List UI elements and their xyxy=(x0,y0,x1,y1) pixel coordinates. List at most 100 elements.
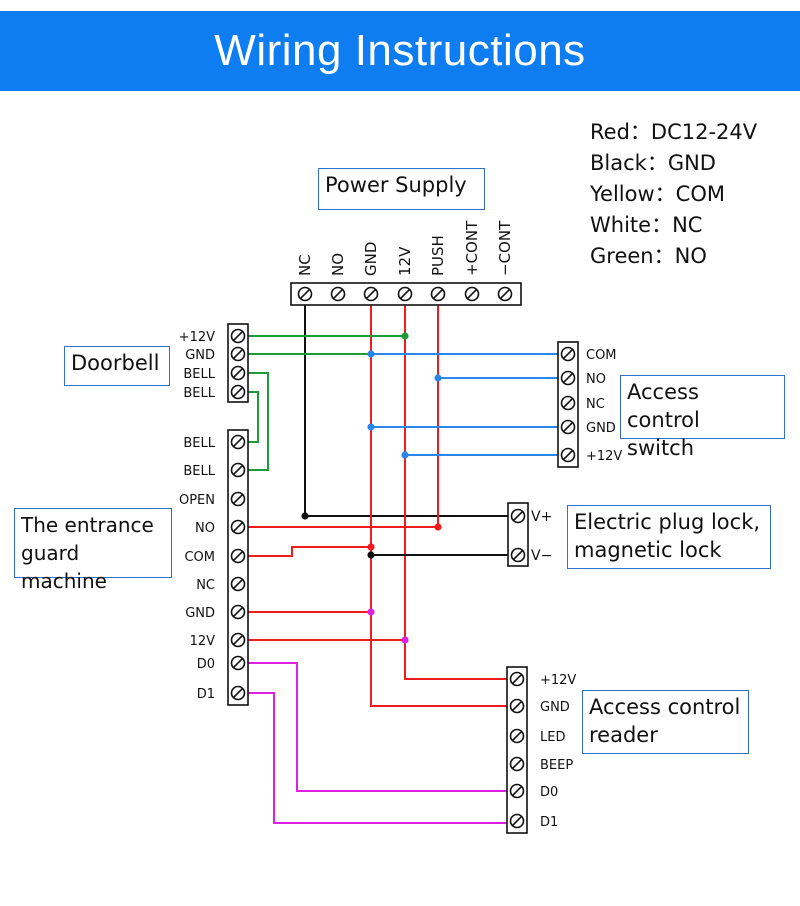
machine-screw-9-slot xyxy=(233,658,243,668)
switch-label-line2: switch xyxy=(627,436,695,460)
terminal-labels: NC NO GND 12V PUSH +CONT −CONT +12V GND BELL BELL B… xyxy=(179,220,623,830)
doorbell-label: Doorbell xyxy=(71,351,160,375)
power-terminal-label: NO xyxy=(329,253,347,276)
reader-callout: Access control reader xyxy=(582,690,749,754)
lock-callout: Electric plug lock, magnetic lock xyxy=(567,505,771,569)
power-terminal-label: PUSH xyxy=(429,235,447,276)
junction-gnd-switch xyxy=(367,350,375,358)
entrance-machine-label-line1: The entrance xyxy=(21,513,154,537)
lock-terminal-label: V+ xyxy=(531,509,552,525)
doorbell-terminal-label: GND xyxy=(185,348,215,363)
wire-bell-a xyxy=(245,372,269,471)
reader-label-line2: reader xyxy=(589,723,658,747)
reader-label-line1: Access control xyxy=(589,695,741,719)
wire-push-to-machine-no xyxy=(245,294,439,528)
switch-terminal-label: GND xyxy=(586,421,616,436)
wire-gnd-to-reader-gnd xyxy=(370,294,508,707)
switch-screw-1-slot xyxy=(563,349,573,359)
legend-red: Red：DC12-24V xyxy=(590,120,758,144)
reader-terminal-label: BEEP xyxy=(540,758,573,773)
doorbell-terminal-label: BELL xyxy=(183,367,215,382)
machine-terminal-label: NO xyxy=(195,521,215,536)
junction-nc-lock xyxy=(301,512,309,520)
machine-terminal-label: GND xyxy=(185,606,215,621)
reader-screw-3-slot xyxy=(512,731,522,741)
reader-screw-2-slot xyxy=(512,701,522,711)
reader-terminal-label: D1 xyxy=(540,815,558,830)
switch-screw-2-slot xyxy=(563,373,573,383)
switch-callout: Access control switch xyxy=(620,375,785,460)
wire-nc-to-lock-vplus xyxy=(304,294,508,517)
doorbell-screw-1-slot xyxy=(233,331,243,341)
junction-12v xyxy=(401,636,409,644)
machine-screw-4-slot xyxy=(233,522,243,532)
junction-com-lock xyxy=(367,551,375,559)
junction-push-no xyxy=(434,523,442,531)
switch-label-line1: Access control xyxy=(627,380,700,432)
reader-terminal-label: D0 xyxy=(540,785,558,800)
doorbell-screw-2-slot xyxy=(233,349,243,359)
power-supply-callout: Power Supply xyxy=(318,168,485,210)
junction-12v-switch xyxy=(401,451,409,459)
switch-screw-5-slot xyxy=(563,450,573,460)
lock-screw-1-slot xyxy=(513,511,523,521)
power-screw-2-slot xyxy=(333,289,343,299)
power-terminal-label: 12V xyxy=(396,246,414,276)
switch-screw-3-slot xyxy=(563,398,573,408)
power-terminal-label: GND xyxy=(362,242,380,276)
reader-terminal-label: +12V xyxy=(540,673,576,688)
machine-screw-7-slot xyxy=(233,607,243,617)
switch-terminal-label: NC xyxy=(586,397,605,412)
machine-screw-6-slot xyxy=(233,579,243,589)
wire-machine-com xyxy=(245,546,371,557)
wire-d1 xyxy=(245,692,508,824)
legend-green: Green：NO xyxy=(590,244,707,268)
wire-bell-b xyxy=(245,391,259,443)
reader-screw-5-slot xyxy=(512,786,522,796)
machine-screw-10-slot xyxy=(233,688,243,698)
machine-terminal-label: OPEN xyxy=(179,493,215,508)
reader-screw-1-slot xyxy=(512,674,522,684)
switch-terminal-label: NO xyxy=(586,372,606,387)
machine-terminal-label: 12V xyxy=(190,634,216,649)
wire-12v-to-reader-12v xyxy=(404,294,508,680)
machine-terminal-label: BELL xyxy=(183,436,215,451)
reader-terminal-block xyxy=(506,666,528,834)
lock-label-line2: magnetic lock xyxy=(574,538,722,562)
doorbell-screw-3-slot xyxy=(233,368,243,378)
power-screw-5-slot xyxy=(433,289,443,299)
switch-terminal-label: +12V xyxy=(586,449,622,464)
title-banner: Wiring Instructions xyxy=(0,11,800,91)
switch-screw-4-slot xyxy=(563,422,573,432)
lock-terminal-label: V− xyxy=(531,548,552,564)
legend-yellow: Yellow：COM xyxy=(590,182,725,206)
machine-screw-8-slot xyxy=(233,635,243,645)
power-screw-7-slot xyxy=(500,289,510,299)
entrance-machine-label-line2: guard machine xyxy=(21,541,107,593)
doorbell-callout: Doorbell xyxy=(64,346,170,386)
lock-screw-2-slot xyxy=(513,550,523,560)
machine-screw-1-slot xyxy=(233,437,243,447)
legend-white: White：NC xyxy=(590,213,703,237)
lock-label-line1: Electric plug lock, xyxy=(574,510,761,534)
wire-d0 xyxy=(245,662,508,792)
machine-screw-3-slot xyxy=(233,494,243,504)
reader-screw-6-slot xyxy=(512,816,522,826)
machine-screw-5-slot xyxy=(233,551,243,561)
doorbell-terminal-label: +12V xyxy=(179,330,215,345)
doorbell-terminal-label: BELL xyxy=(183,386,215,401)
terminal-blocks xyxy=(227,282,579,834)
reader-screw-4-slot xyxy=(512,759,522,769)
machine-screw-2-slot xyxy=(233,465,243,475)
power-terminal-label: −CONT xyxy=(496,220,514,276)
junction-dots xyxy=(301,332,442,644)
legend-black: Black：GND xyxy=(590,151,716,175)
machine-terminal-label: COM xyxy=(184,550,215,565)
doorbell-terminal-block xyxy=(227,323,249,403)
entrance-machine-callout: The entrance guard machine xyxy=(14,508,172,593)
machine-terminal-label: D0 xyxy=(197,657,215,672)
power-screw-6-slot xyxy=(467,289,477,299)
power-terminal-label: +CONT xyxy=(463,220,481,276)
machine-terminal-label: NC xyxy=(196,578,215,593)
